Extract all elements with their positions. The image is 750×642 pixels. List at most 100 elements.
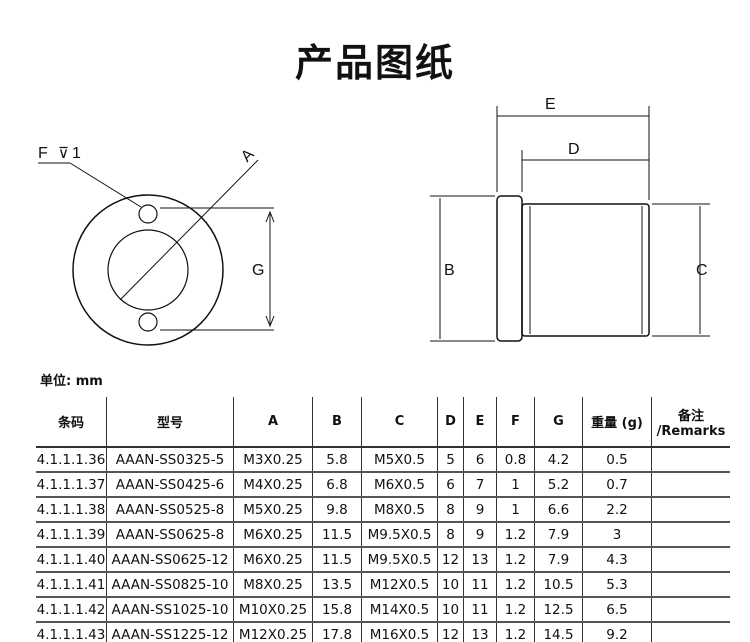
unit-label: 单位: mm — [40, 374, 103, 389]
table-cell: 6 — [437, 472, 464, 498]
table-cell: 9 — [463, 497, 497, 523]
table-cell: 10.5 — [534, 572, 583, 598]
table-cell: M9.5X0.5 — [361, 547, 438, 573]
table-cell: M8X0.25 — [233, 572, 313, 598]
column-header: D — [437, 397, 464, 448]
table-cell: 10 — [437, 597, 464, 623]
table-cell: 1.2 — [496, 547, 535, 573]
table-cell: 6.5 — [582, 597, 652, 623]
label-c: C — [696, 262, 708, 279]
table-cell: M6X0.25 — [233, 547, 313, 573]
table-cell — [651, 472, 730, 498]
label-b: B — [444, 262, 455, 279]
table-cell: 4.1.1.1.37 — [36, 472, 107, 498]
table-cell: M14X0.5 — [361, 597, 438, 623]
svg-text:1: 1 — [72, 145, 81, 162]
table-cell: 7.9 — [534, 547, 583, 573]
table-cell: 9.8 — [312, 497, 362, 523]
table-cell: 1.2 — [496, 622, 535, 642]
table-cell: 11.5 — [312, 547, 362, 573]
table-cell: 9.2 — [582, 622, 652, 642]
column-header: G — [534, 397, 583, 448]
table-cell — [651, 597, 730, 623]
svg-text:⊽: ⊽ — [58, 145, 69, 162]
label-d: D — [568, 141, 580, 158]
table-cell: 2.2 — [582, 497, 652, 523]
table-cell: M12X0.25 — [233, 622, 313, 642]
table-cell: 5.3 — [582, 572, 652, 598]
page-title: 产品图纸 — [294, 41, 455, 85]
table-cell: 4.1.1.1.39 — [36, 522, 107, 548]
table-cell: 13.5 — [312, 572, 362, 598]
table-cell: 4.1.1.1.36 — [36, 447, 107, 473]
column-header: 型号 — [106, 397, 234, 448]
table-cell: 14.5 — [534, 622, 583, 642]
table-cell — [651, 572, 730, 598]
table-cell: 15.8 — [312, 597, 362, 623]
table-cell: M10X0.25 — [233, 597, 313, 623]
table-cell: AAAN-SS1025-10 — [106, 597, 234, 623]
table-cell: AAAN-SS0625-12 — [106, 547, 234, 573]
table-cell: AAAN-SS0625-8 — [106, 522, 234, 548]
table-cell: 1 — [496, 497, 535, 523]
table-cell: 4.1.1.1.40 — [36, 547, 107, 573]
table-cell: 3 — [582, 522, 652, 548]
table-cell: 1.2 — [496, 597, 535, 623]
table-cell: 7.9 — [534, 522, 583, 548]
table-cell: M6X0.5 — [361, 472, 438, 498]
table-cell: M6X0.25 — [233, 522, 313, 548]
table-cell: 13 — [463, 547, 497, 573]
column-header: 重量 (g) — [582, 397, 652, 448]
table-cell: 12 — [437, 547, 464, 573]
table-cell: 4.1.1.1.43 — [36, 622, 107, 642]
table-cell: AAAN-SS1225-12 — [106, 622, 234, 642]
table-cell: 1.2 — [496, 572, 535, 598]
front-view: F ⊽ 1 A G — [38, 145, 275, 346]
table-cell: 17.8 — [312, 622, 362, 642]
technical-drawing: F ⊽ 1 A G E D B C — [38, 96, 710, 346]
table-cell: M5X0.5 — [361, 447, 438, 473]
header-remarks-cn: 备注 — [677, 408, 704, 424]
table-cell: 1 — [496, 472, 535, 498]
table-cell: 4.1.1.1.42 — [36, 597, 107, 623]
column-header: 条码 — [36, 397, 107, 448]
table-cell: 5.8 — [312, 447, 362, 473]
table-cell: 0.5 — [582, 447, 652, 473]
label-e: E — [545, 96, 556, 113]
table-cell: M4X0.25 — [233, 472, 313, 498]
table-cell — [651, 522, 730, 548]
column-header: B — [312, 397, 362, 448]
table-cell — [651, 622, 730, 642]
label-f: F — [38, 145, 48, 162]
side-view: E D B C — [430, 96, 710, 342]
table-cell — [651, 497, 730, 523]
table-cell: 0.7 — [582, 472, 652, 498]
column-header: F — [496, 397, 535, 448]
header-remarks-en: /Remarks — [656, 423, 726, 439]
table-cell: 11.5 — [312, 522, 362, 548]
table-cell: 9 — [463, 522, 497, 548]
table-cell: 5.2 — [534, 472, 583, 498]
column-header: C — [361, 397, 438, 448]
table-cell: 6.8 — [312, 472, 362, 498]
table-cell: M12X0.5 — [361, 572, 438, 598]
table-cell: AAAN-SS0325-5 — [106, 447, 234, 473]
table-cell: AAAN-SS0825-10 — [106, 572, 234, 598]
table-cell: 8 — [437, 522, 464, 548]
table-cell: 8 — [437, 497, 464, 523]
table-cell: M8X0.5 — [361, 497, 438, 523]
table-cell: 6 — [463, 447, 497, 473]
table-cell — [651, 547, 730, 573]
table-cell: 11 — [463, 572, 497, 598]
label-g: G — [252, 262, 264, 279]
column-header: A — [233, 397, 313, 448]
table-cell: AAAN-SS0525-8 — [106, 497, 234, 523]
